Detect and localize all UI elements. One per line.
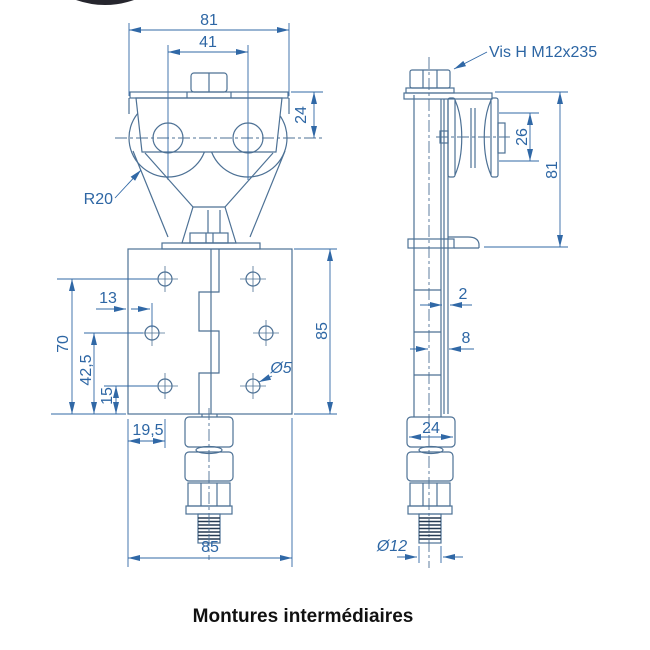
side-shaft [413, 95, 442, 417]
dim-stud-diameter-label: Ø12 [376, 538, 407, 555]
mounting-plate [127, 248, 293, 415]
dim-offset-19-5: 19,5 [128, 419, 166, 448]
hole [240, 373, 266, 399]
scan-artifact [76, 0, 134, 5]
dim-groove-width-label: 26 [514, 128, 531, 146]
dim-plate-height-label: 85 [314, 322, 331, 340]
dim-roller-offset-label: 24 [293, 106, 310, 124]
dim-height-42-5-label: 42,5 [78, 354, 95, 385]
dim-roller-radius-label: R20 [84, 191, 113, 208]
front-view: 81 41 24 R20 13 70 [51, 12, 337, 567]
dim-plate-height: 85 [294, 248, 337, 415]
neck-front [161, 206, 261, 250]
hole [253, 320, 279, 346]
dim-bracket-height-label: 81 [544, 161, 561, 179]
dim-overall-width-label: 81 [200, 12, 218, 29]
dim-roller-spacing: 41 [168, 34, 248, 55]
dim-hole-diameter-label: Ø5 [269, 360, 291, 377]
screw-callout: Vis H M12x235 [453, 44, 597, 70]
dim-hole-diameter: Ø5 [258, 360, 292, 383]
hinge-line [198, 249, 220, 414]
dim-overall-width: 81 [128, 12, 290, 96]
dim-hole-offset-13: 13 [96, 290, 153, 328]
dim-height-15: 15 [99, 386, 119, 414]
dim-hole-offset-13-label: 13 [99, 290, 117, 307]
dim-height-15-label: 15 [99, 387, 116, 405]
top-plate-front [129, 91, 289, 99]
page-title: Montures intermédiaires [193, 606, 414, 627]
dim-plate-width-label: 85 [201, 539, 219, 556]
roller-right-hub [232, 122, 264, 154]
bracket-shell [128, 98, 290, 238]
dim-offset-19-5-label: 19,5 [132, 422, 163, 439]
bracket-face [135, 97, 283, 153]
dim-bracket-height: 81 [484, 91, 568, 248]
hole [240, 266, 266, 292]
dim-bushing-width-label: 24 [422, 420, 440, 437]
dim-plate-thickness-label: 2 [459, 286, 468, 303]
dim-knuckle-width-label: 8 [462, 330, 471, 347]
side-view: Vis H M12x235 26 81 2 8 24 [376, 44, 597, 568]
dim-bushing-width: 24 [409, 420, 453, 440]
roller-left-hub [152, 122, 184, 154]
side-pulley [439, 97, 506, 178]
threaded-stud-side [418, 513, 442, 544]
dim-knuckle-width: 8 [410, 330, 474, 352]
dim-roller-spacing-label: 41 [199, 34, 217, 51]
dim-height-70-label: 70 [55, 335, 72, 353]
dim-height-70: 70 [51, 278, 157, 415]
dim-roller-offset: 24 [291, 91, 323, 138]
dim-plate-thickness: 2 [420, 286, 472, 308]
dim-stud-diameter: Ø12 [376, 538, 463, 563]
dim-plate-width: 85 [127, 418, 293, 567]
dim-groove-width: 26 [499, 112, 539, 162]
hex-bolt-front [190, 72, 228, 93]
dim-height-42-5: 42,5 [78, 333, 97, 414]
hex-bolt-side [405, 69, 455, 94]
mounting-holes [139, 266, 279, 399]
dim-roller-radius: R20 [84, 169, 142, 208]
screw-callout-label: Vis H M12x235 [489, 44, 597, 61]
hole [152, 266, 178, 292]
